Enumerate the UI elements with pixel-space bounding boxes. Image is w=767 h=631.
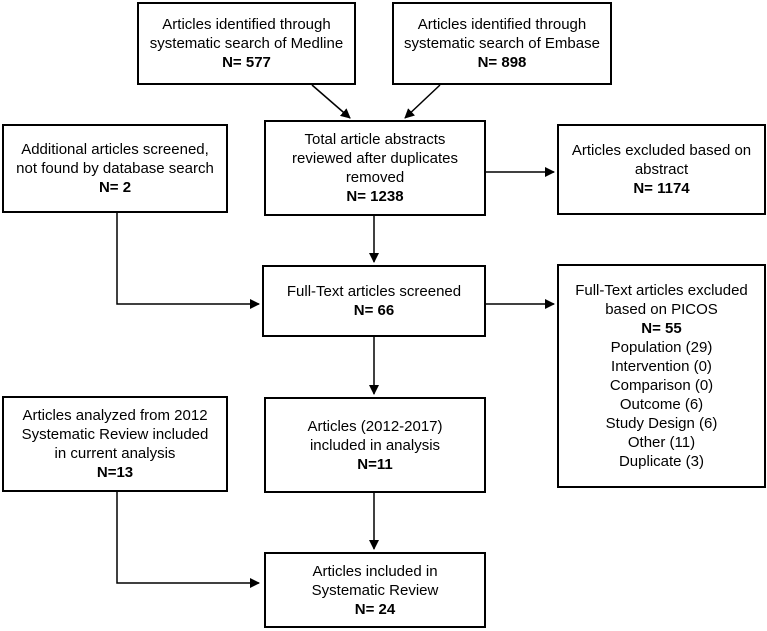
embase-line-1a: Articles identified — [417, 16, 532, 33]
reason-other: Other (11) — [627, 434, 696, 451]
included-analysis-line-2: included in analysis — [309, 436, 441, 454]
reason-outcome: Outcome (6) — [619, 396, 704, 413]
arrow-embase-to-total — [404, 84, 441, 119]
additional-count: N= 2 — [98, 179, 132, 196]
total-line-3: removed — [345, 169, 405, 186]
included-analysis-box: Articles (2012-2017) included in analysi… — [264, 397, 486, 493]
prior-review-line-1: Articles analyzed from 2012 — [22, 407, 208, 424]
embase-line-1: Articles identified through — [418, 15, 586, 34]
additional-box: Additional articles screened, not found … — [2, 124, 228, 213]
fulltext-screened-line-1: Full-Text articles screened — [286, 283, 462, 300]
reason-population: Population (29) — [610, 339, 713, 356]
included-review-line-1: Articles included in — [312, 562, 438, 580]
embase-box: Articles identified through systematic s… — [392, 2, 612, 85]
total-line-1: Total article abstracts — [304, 131, 446, 148]
arrow-medline-to-total — [311, 84, 351, 119]
prior-review-line-3: in current analysis — [54, 445, 176, 462]
fulltext-screened-box: Full-Text articles screened N= 66 — [262, 265, 486, 337]
total-box: Total article abstracts reviewed after d… — [264, 120, 486, 216]
prior-review-box: Articles analyzed from 2012 Systematic R… — [2, 396, 228, 492]
embase-line-1b: through — [535, 16, 587, 33]
total-line-2: reviewed after duplicates — [292, 150, 458, 167]
reason-duplicate: Duplicate (3) — [618, 453, 705, 470]
fulltext-excluded-line-2: based on PICOS — [605, 301, 718, 318]
included-review-count: N= 24 — [354, 600, 396, 618]
prior-review-count: N=13 — [96, 464, 134, 481]
medline-box: Articles identified through systematic s… — [137, 2, 356, 85]
embase-line-2: systematic search of Embase — [404, 35, 600, 52]
excluded-abstract-box: Articles excluded based on abstract N= 1… — [557, 124, 766, 215]
medline-line-1: Articles identified through — [162, 16, 331, 33]
arrow-prior-to-review — [116, 492, 260, 588]
reason-comparison: Comparison (0) — [609, 377, 714, 394]
excluded-abstract-count: N= 1174 — [633, 180, 690, 197]
medline-count: N= 577 — [222, 54, 271, 71]
excluded-abstract-line-2: abstract — [634, 161, 689, 178]
fulltext-excluded-count: N= 55 — [641, 320, 682, 337]
included-review-box: Articles included in Systematic Review N… — [264, 552, 486, 628]
medline-line-2: systematic search of Medline — [149, 35, 344, 52]
included-review-line-2: Systematic Review — [311, 581, 439, 599]
additional-line-2: not found by database search — [16, 160, 214, 177]
included-analysis-line-1: Articles (2012-2017) — [307, 417, 443, 435]
total-count: N= 1238 — [346, 188, 404, 205]
arrow-additional-to-fulltext — [116, 213, 260, 309]
excluded-abstract-line-1: Articles excluded based on — [571, 142, 752, 159]
reason-intervention: Intervention (0) — [611, 358, 712, 375]
additional-line-1: Additional articles screened, — [21, 141, 209, 158]
fulltext-excluded-line-1: Full-Text articles excluded — [575, 282, 748, 299]
prior-review-line-2: Systematic Review included — [21, 426, 209, 443]
fulltext-excluded-box: Full-Text articles excluded based on PIC… — [557, 264, 766, 488]
reason-study-design: Study Design (6) — [605, 415, 718, 432]
fulltext-screened-count: N= 66 — [353, 302, 395, 319]
embase-count: N= 898 — [477, 54, 527, 71]
included-analysis-count: N=11 — [357, 455, 393, 473]
